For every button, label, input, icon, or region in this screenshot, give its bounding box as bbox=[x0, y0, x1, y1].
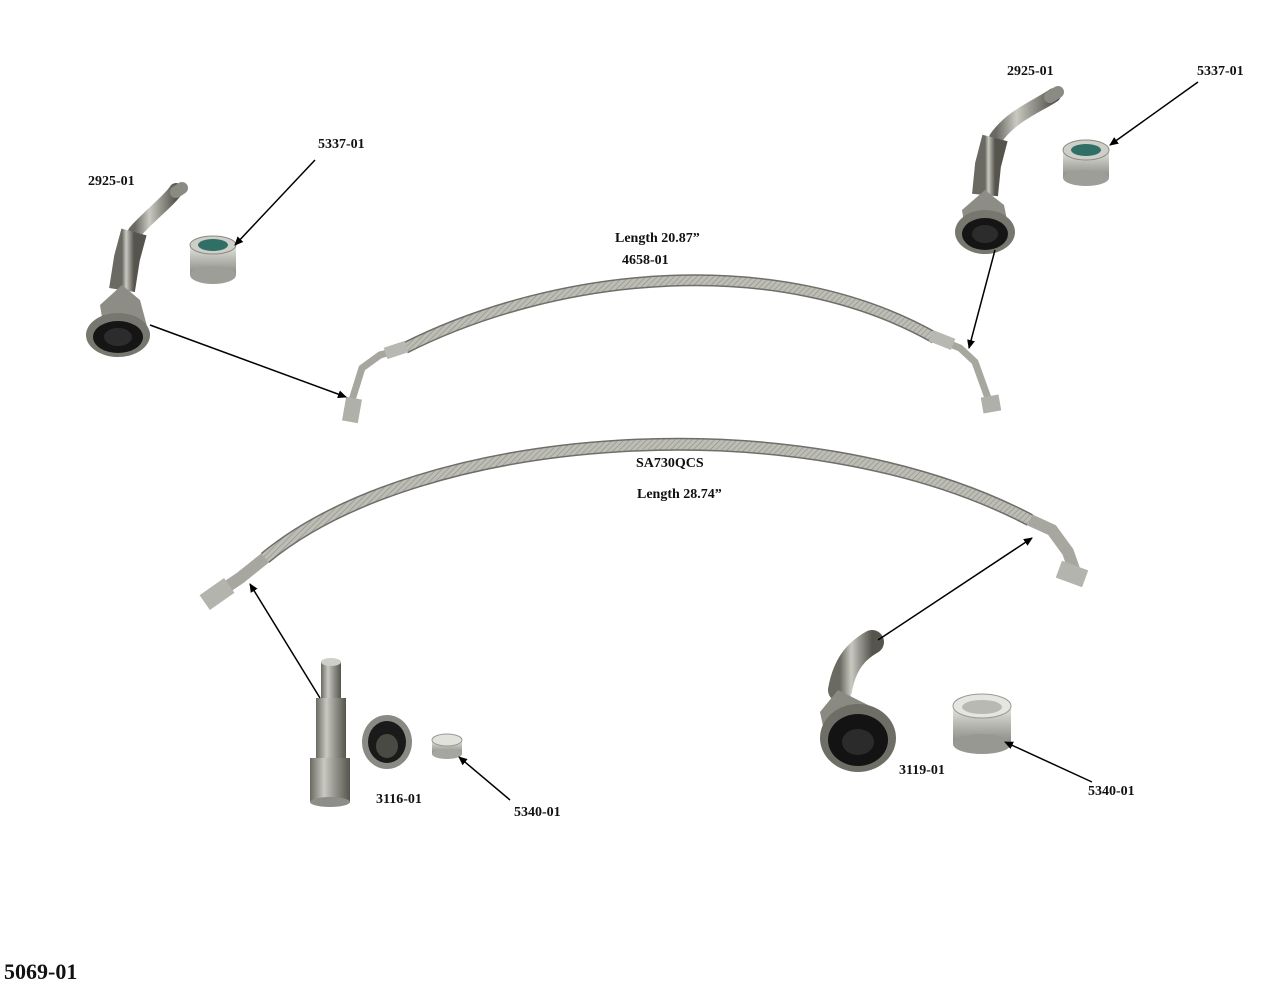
label-long-hose-part: SA730QCS bbox=[636, 456, 704, 471]
label-elbow-fitting-part: 3119-01 bbox=[899, 763, 945, 778]
arrow-icon bbox=[149, 81, 1199, 801]
elbow-fitting-icon bbox=[955, 86, 1064, 254]
ferrule-icon bbox=[1062, 139, 1110, 186]
ferrule-icon bbox=[189, 235, 237, 284]
label-right-elbow-part: 2925-01 bbox=[1007, 64, 1054, 79]
elbow-fitting-icon bbox=[820, 630, 896, 772]
label-elbow-ferrule-part: 5340-01 bbox=[1088, 784, 1135, 799]
braided-hose-icon bbox=[199, 437, 1089, 610]
ferrule-icon bbox=[952, 693, 1012, 754]
ferrule-icon bbox=[362, 715, 412, 769]
kit-number: 5069-01 bbox=[4, 959, 78, 984]
label-left-elbow-part: 2925-01 bbox=[88, 174, 135, 189]
label-straight-ferrule-part: 5340-01 bbox=[514, 805, 561, 820]
straight-fitting-icon bbox=[310, 658, 350, 807]
label-left-ferrule-part: 5337-01 bbox=[318, 137, 365, 152]
ferrule-icon bbox=[431, 733, 463, 759]
label-straight-fitting-part: 3116-01 bbox=[376, 792, 422, 807]
label-short-hose-part: 4658-01 bbox=[622, 253, 669, 268]
braided-hose-icon bbox=[342, 274, 1002, 424]
label-right-ferrule-part: 5337-01 bbox=[1197, 64, 1244, 79]
label-long-hose-length: Length 28.74” bbox=[637, 487, 722, 502]
label-short-hose-length: Length 20.87” bbox=[615, 231, 700, 246]
elbow-fitting-icon bbox=[86, 182, 188, 357]
